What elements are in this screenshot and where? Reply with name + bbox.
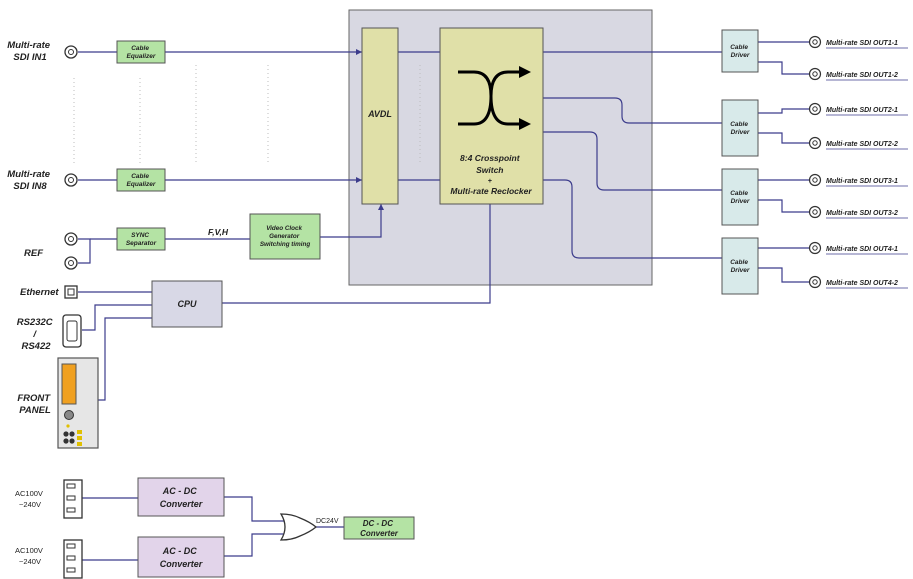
avdl-block: AVDL — [361, 27, 399, 205]
rs232-label: RS232C / RS422 — [17, 317, 56, 352]
output-label: Multi-rate SDI OUT2-2 — [826, 141, 898, 148]
ac2-label: AC100V ~240V — [15, 546, 45, 566]
output-label: Multi-rate SDI OUT3-2 — [826, 210, 898, 217]
svg-text:8:4 Crosspoint Switch: 8:4 Crosspoint Switch + Multi-rate Reclo… — [450, 153, 532, 196]
svg-text:Cable Equalizer: Cable Equalizer — [127, 45, 156, 60]
svg-text:Cable Driver: Cable Driver — [730, 259, 750, 274]
wires — [78, 41, 809, 561]
output-label: Multi-rate SDI OUT3-1 — [826, 178, 898, 185]
output-underlines — [826, 47, 908, 289]
sdi-in8-label: Multi-rate SDI IN8 — [7, 169, 52, 192]
output-label: Multi-rate SDI OUT1-2 — [826, 72, 898, 79]
crosspoint-switch-block: 8:4 Crosspoint Switch + Multi-rate Reclo… — [439, 27, 544, 205]
output-label: Multi-rate SDI OUT2-1 — [826, 107, 898, 114]
sdi-in8-connector — [64, 173, 78, 187]
sdi-in1-connector — [64, 45, 78, 59]
ref-label: REF — [24, 248, 43, 259]
serial-port-icon — [62, 314, 82, 348]
svg-text:CPU: CPU — [177, 299, 197, 309]
svg-text:DC - DC Converter: DC - DC Converter — [360, 519, 399, 538]
svg-text:Cable Equalizer: Cable Equalizer — [127, 173, 156, 188]
cable-equalizer-8: Cable Equalizer — [116, 168, 166, 192]
fvh-label: F,V,H — [208, 227, 229, 237]
sdi-in1-label: Multi-rate SDI IN1 — [7, 40, 52, 63]
cable-driver-2: Cable Driver — [721, 99, 759, 157]
cpu-block: CPU — [151, 280, 223, 328]
output-label: Multi-rate SDI OUT4-2 — [826, 280, 898, 287]
svg-text:AC - DC Converter: AC - DC Converter — [160, 546, 203, 569]
ac-inlet-1-icon — [63, 479, 83, 519]
cable-driver-1: Cable Driver — [721, 29, 759, 73]
svg-text:SYNC Separator: SYNC Separator — [126, 232, 157, 247]
front-panel-label: FRONT PANEL — [17, 393, 52, 416]
dc24v-label: DC24V — [316, 518, 339, 525]
svg-text:Cable Driver: Cable Driver — [730, 190, 750, 205]
dcdc-converter: DC - DC Converter — [343, 516, 415, 540]
crosspoint-switch-icon — [458, 66, 531, 130]
ac-inlet-2-icon — [63, 539, 83, 579]
ethernet-port-icon — [64, 285, 78, 299]
arrowheads — [356, 49, 384, 210]
output-label: Multi-rate SDI OUT1-1 — [826, 40, 898, 47]
ref-connector — [64, 232, 78, 270]
ac1-label: AC100V ~240V — [15, 489, 45, 509]
acdc-converter-1: AC - DC Converter — [137, 477, 225, 517]
cable-equalizer-1: Cable Equalizer — [116, 40, 166, 64]
acdc-converter-2: AC - DC Converter — [137, 536, 225, 578]
svg-text:AC - DC Converter: AC - DC Converter — [160, 486, 203, 509]
output-labels: Multi-rate SDI OUT1-1 Multi-rate SDI OUT… — [826, 40, 898, 287]
svg-text:Video Clock Generator: Video Clock Generator Switching timing — [260, 225, 311, 248]
output-connectors — [808, 35, 822, 289]
ethernet-label: Ethernet — [20, 287, 59, 298]
svg-text:Cable Driver: Cable Driver — [730, 44, 750, 59]
video-clock-generator: Video Clock Generator Switching timing — [249, 213, 321, 260]
sync-separator: SYNC Separator — [116, 227, 166, 251]
svg-text:AVDL: AVDL — [367, 109, 392, 119]
cable-driver-3: Cable Driver — [721, 168, 759, 226]
front-panel-icon — [57, 357, 99, 449]
or-gate-icon — [279, 513, 318, 541]
cable-driver-4: Cable Driver — [721, 237, 759, 295]
svg-text:Cable Driver: Cable Driver — [730, 121, 750, 136]
output-label: Multi-rate SDI OUT4-1 — [826, 246, 898, 253]
